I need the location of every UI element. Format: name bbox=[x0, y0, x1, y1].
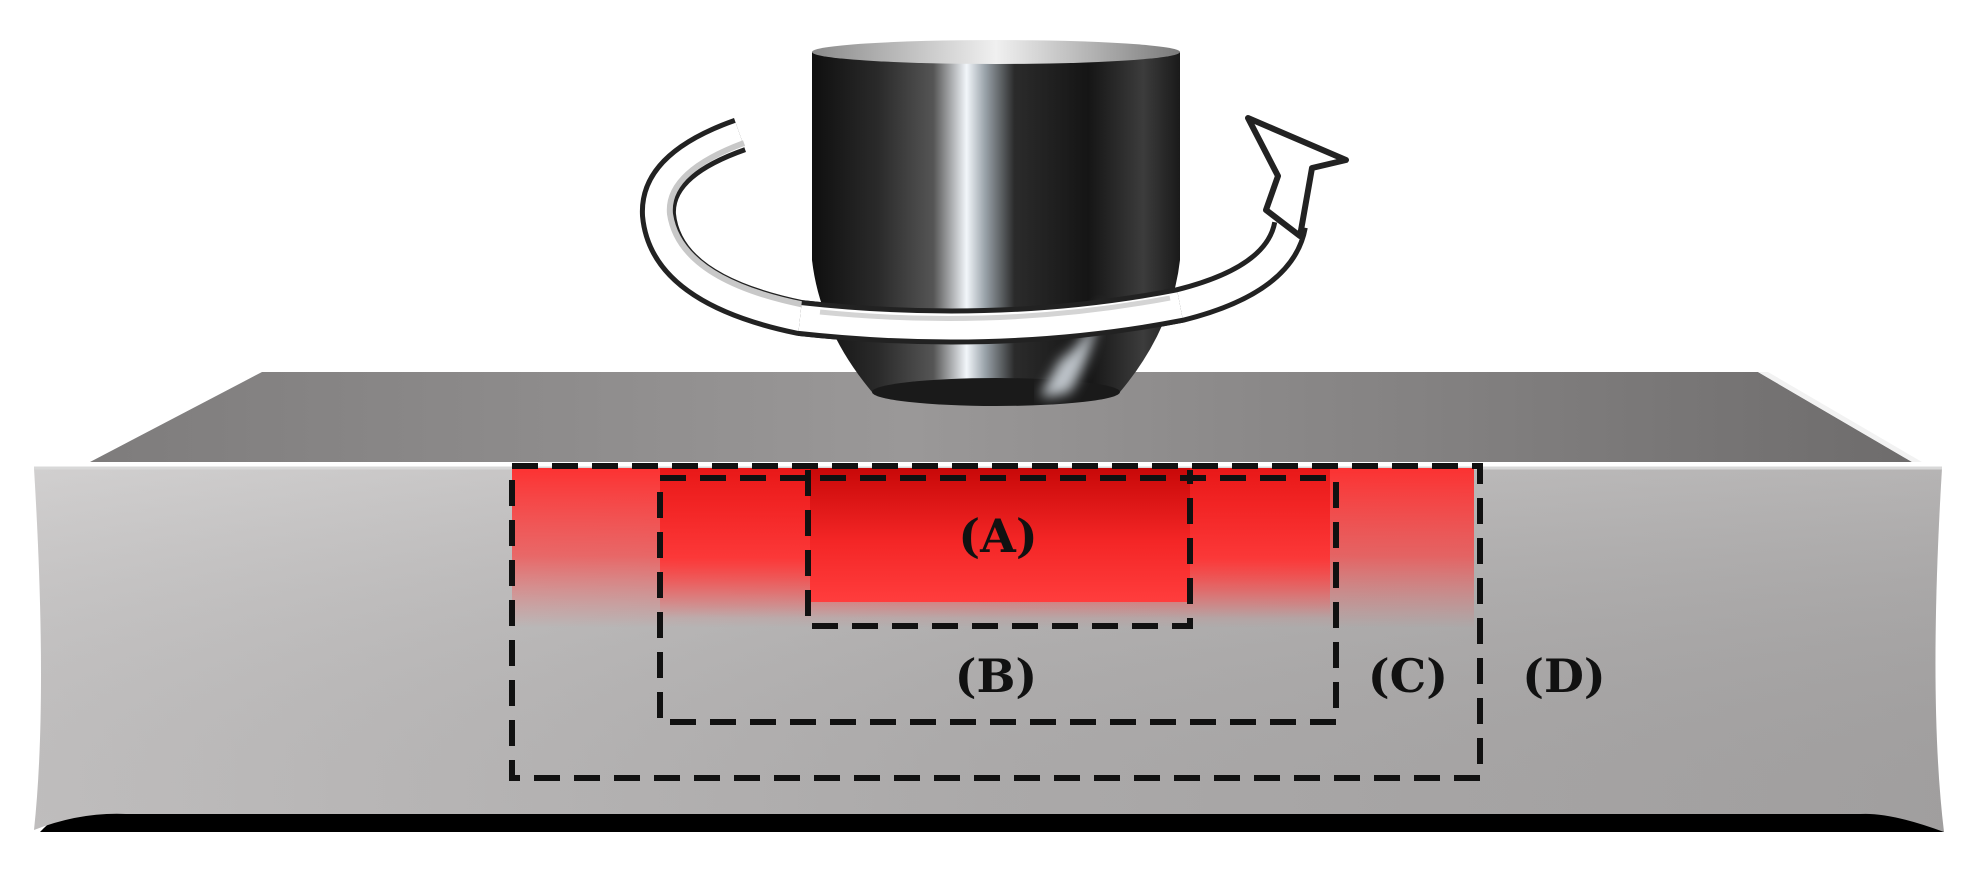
zone-c-boundary bbox=[509, 463, 1483, 781]
heat-zone-core bbox=[810, 468, 1190, 602]
workpiece-top-face bbox=[90, 372, 1912, 462]
zone-b-label: (B) bbox=[955, 649, 1037, 703]
workpiece-top-edge-highlight bbox=[1758, 372, 1922, 462]
zone-b-boundary bbox=[657, 475, 1339, 725]
zone-a-label: (A) bbox=[958, 509, 1037, 563]
tool-base-highlight bbox=[1040, 300, 1100, 397]
tool-top-rim bbox=[812, 40, 1180, 64]
tool-base-shadow bbox=[872, 378, 1120, 406]
tool-body bbox=[812, 52, 1180, 405]
zone-a-boundary bbox=[805, 470, 1193, 629]
rotation-arrowhead bbox=[1245, 115, 1349, 239]
zone-c-label: (C) bbox=[1368, 649, 1448, 703]
zone-d-label: (D) bbox=[1522, 649, 1605, 703]
tool-shoulder-icon bbox=[812, 40, 1180, 406]
